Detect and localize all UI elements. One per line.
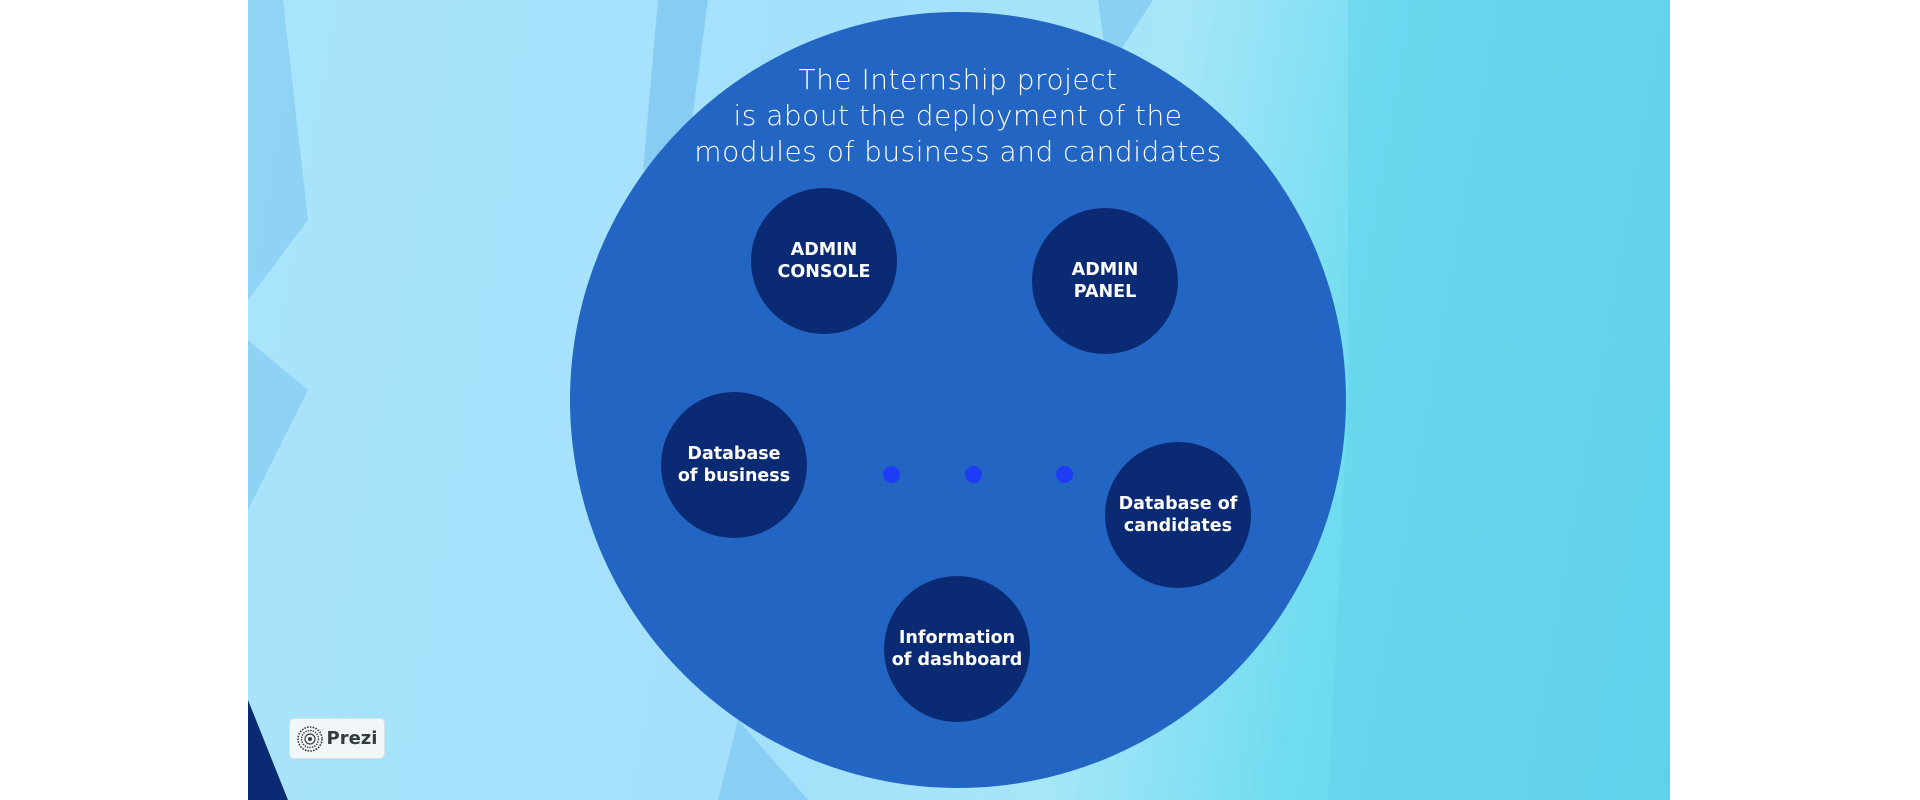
prezi-badge[interactable]: Prezi [289,718,385,759]
slide-title: The Internship project is about the depl… [570,62,1346,170]
navigation-dot-3[interactable] [1056,466,1073,483]
database-candidates-label-line-2: candidates [1123,516,1233,536]
database-candidates-label-line-1: Database of [1118,494,1238,514]
information-dashboard-label-line-1: Information [898,628,1016,648]
database-business-label-line-1: Database [687,444,781,464]
navigation-dot-1[interactable] [883,466,900,483]
admin-panel-label-line-1: ADMIN [1071,260,1139,280]
database-business-node[interactable]: Database of business [661,392,807,538]
project-overview-circle: The Internship project is about the depl… [570,12,1346,788]
title-line-2: is about the deployment of the [733,99,1183,132]
prezi-logo-icon [296,725,323,752]
database-candidates-node[interactable]: Database of candidates [1105,442,1251,588]
admin-panel-label-line-2: PANEL [1073,282,1137,302]
navigation-dot-2[interactable] [965,466,982,483]
prezi-label: Prezi [326,728,378,749]
admin-panel-node[interactable]: ADMIN PANEL [1032,208,1178,354]
title-line-1: The Internship project [798,63,1118,96]
admin-console-label-line-1: ADMIN [790,240,858,260]
admin-console-node[interactable]: ADMIN CONSOLE [751,188,897,334]
information-dashboard-label-line-2: of dashboard [891,650,1023,670]
title-line-3: modules of business and candidates [694,135,1222,168]
admin-console-label-line-2: CONSOLE [777,262,871,282]
presentation-canvas: The Internship project is about the depl… [248,0,1670,800]
information-dashboard-node[interactable]: Information of dashboard [884,576,1030,722]
database-business-label-line-2: of business [677,466,791,486]
